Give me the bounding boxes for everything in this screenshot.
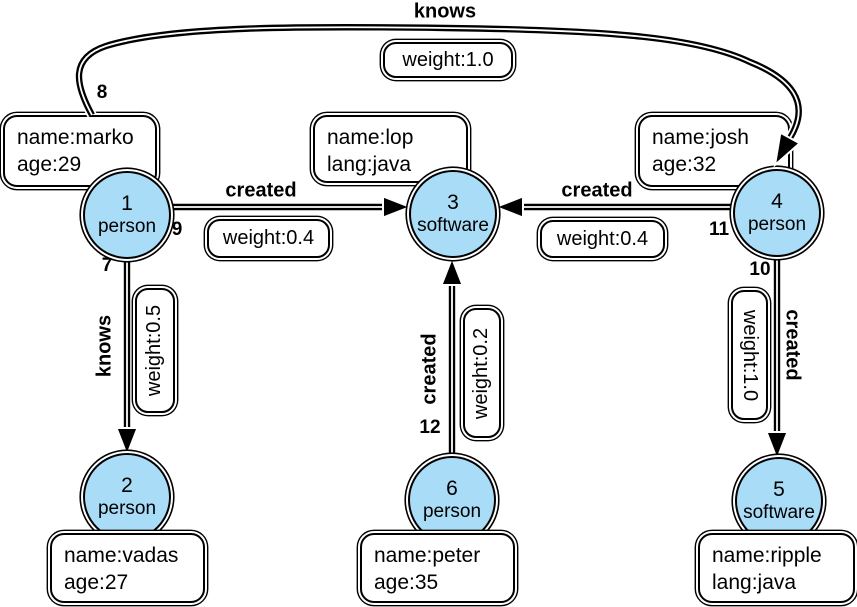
edge-7-line [115, 257, 139, 458]
edge-9-weight: weight:0.4 [207, 219, 330, 258]
node-type: software [743, 502, 815, 523]
node-id: 2 [121, 474, 133, 497]
edge-9-line [170, 195, 413, 219]
edge-7-weight: weight:0.5 [135, 288, 175, 413]
node-3: 3 software [409, 170, 497, 258]
weight-text: weight:0.4 [556, 227, 649, 250]
property-line: name:marko [17, 126, 134, 149]
node-6-properties: name:peter age:35 [360, 533, 515, 603]
edge-7-arrowhead [115, 427, 139, 458]
edge-12-id: 12 [419, 417, 441, 438]
edge-11-line [493, 195, 733, 219]
node-type: person [747, 214, 807, 235]
property-line: name:peter [374, 544, 481, 567]
node-id: 1 [121, 192, 133, 215]
edge-10-weight: weight:1.0 [731, 290, 768, 420]
node-1-properties: name:marko age:29 [3, 115, 157, 187]
node-1: 1 person [83, 171, 171, 259]
property-line: age:32 [652, 153, 717, 176]
node-type: person [97, 498, 157, 519]
property-line: name:ripple [712, 544, 822, 567]
node-2: 2 person [83, 453, 171, 541]
property-line: age:27 [64, 571, 129, 594]
node-type: person [97, 216, 157, 237]
node-type: person [422, 501, 482, 522]
edge-12-line [440, 255, 464, 458]
node-5-properties: name:ripple lang:java [698, 533, 855, 603]
edge-8-id: 8 [96, 82, 108, 103]
weight-text: weight:1.0 [402, 48, 494, 71]
node-id: 3 [447, 191, 459, 214]
node-2-properties: name:vadas age:27 [50, 533, 205, 603]
edge-11-label: created [561, 179, 633, 202]
edge-12-arrowhead [440, 255, 464, 286]
edge-10-line [765, 255, 789, 462]
property-line: name:lop [327, 126, 414, 149]
property-line: lang:java [327, 153, 412, 176]
edge-12-weight: weight:0.2 [463, 308, 501, 438]
node-type: software [417, 215, 489, 236]
property-line: name:vadas [64, 544, 179, 567]
edge-8-line [74, 22, 804, 168]
edge-9-arrowhead [382, 195, 413, 219]
node-3-properties: name:lop lang:java [313, 115, 468, 183]
node-id: 4 [771, 190, 783, 213]
node-4: 4 person [733, 169, 821, 257]
edge-10-id: 10 [749, 259, 771, 280]
edge-11-arrowhead [493, 195, 524, 219]
edge-11-id: 11 [708, 219, 730, 240]
property-line: name:josh [652, 126, 749, 149]
edge-8-label: knows [413, 0, 477, 23]
edge-8-weight: weight:1.0 [383, 42, 513, 78]
edge-9-id: 9 [171, 219, 183, 240]
edge-7-id: 7 [101, 255, 113, 276]
weight-text: weight:0.4 [222, 227, 315, 249]
property-line: age:29 [17, 153, 82, 176]
node-id: 6 [446, 477, 458, 500]
node-6: 6 person [408, 456, 496, 544]
node-id: 5 [773, 478, 785, 501]
property-line: lang:java [712, 571, 797, 594]
property-line: age:35 [374, 571, 439, 594]
edge-9-label: created [225, 179, 297, 202]
edge-8-arrowhead [773, 131, 802, 168]
edge-11-weight: weight:0.4 [540, 220, 665, 258]
edge-10-arrowhead [765, 431, 789, 462]
